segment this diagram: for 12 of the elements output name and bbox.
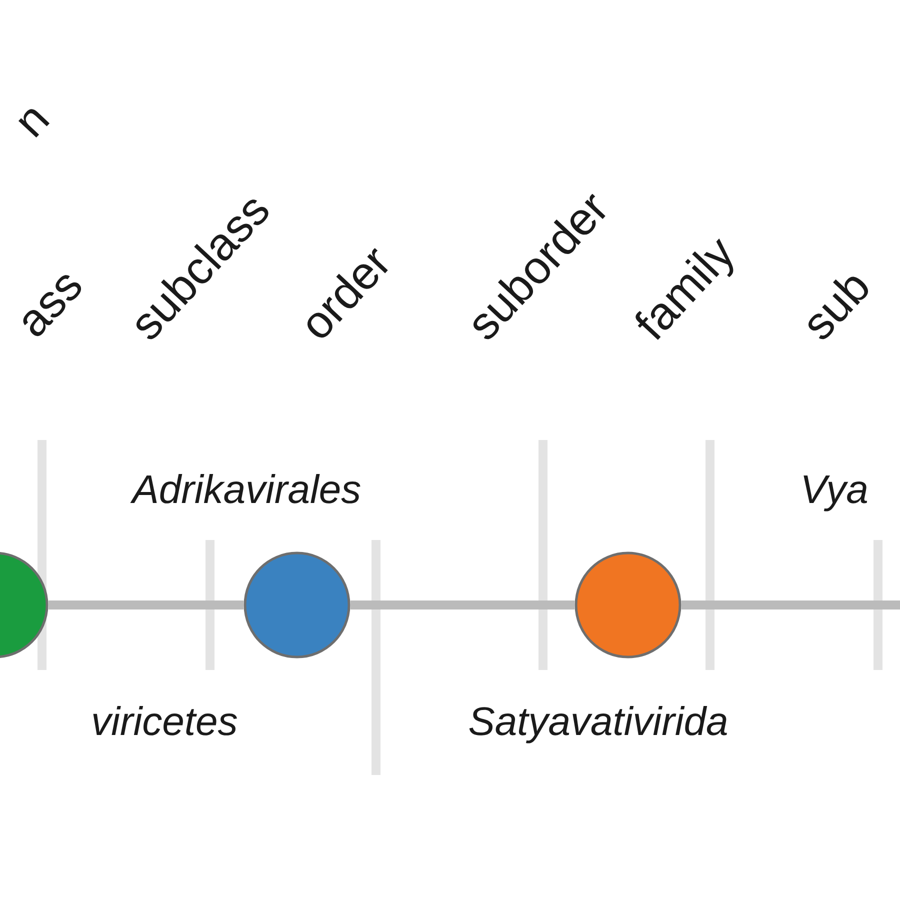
circle-marker: [244, 552, 350, 658]
taxon-name: Vya: [804, 476, 868, 512]
connector-line: [48, 600, 244, 610]
taxon-name: viricetes: [93, 706, 237, 736]
rank-label: ass: [23, 275, 82, 336]
taxon-name: Satyavativirida: [469, 706, 727, 744]
circle-marker: [574, 552, 682, 658]
taxon-name: Adrikavirales: [130, 474, 360, 504]
rank-label: n: [18, 109, 50, 138]
connector-line: [350, 600, 575, 610]
connector-line: [681, 600, 900, 610]
rank-label: sub: [808, 276, 868, 340]
